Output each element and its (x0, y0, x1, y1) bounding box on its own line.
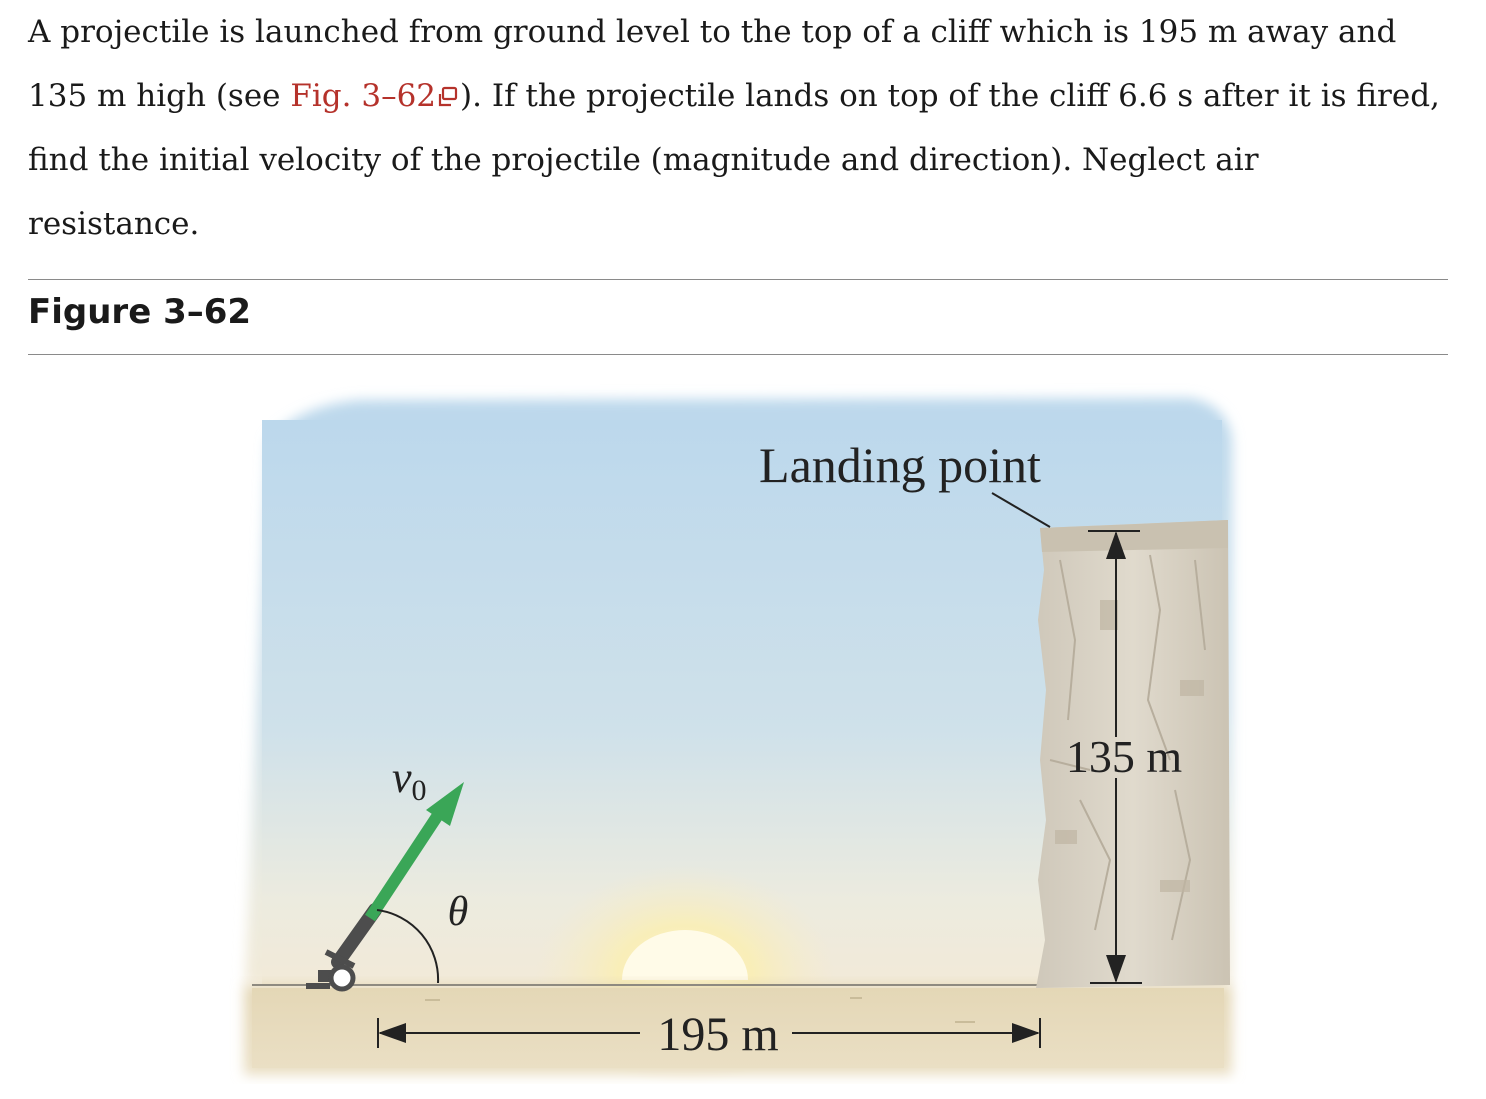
velocity-symbol: v (392, 753, 412, 802)
landing-point-label: Landing point (759, 437, 1041, 493)
problem-line-2-end: ). If the projectile lands on top of the… (460, 78, 1440, 114)
velocity-label: v0 (392, 753, 427, 807)
problem-line-2-start: 135 m high (see (28, 78, 291, 114)
initial-velocity-arrow (364, 782, 464, 922)
top-divider (28, 279, 1448, 280)
cannon-icon (306, 903, 382, 992)
bottom-divider (28, 354, 1448, 355)
problem-line-1: A projectile is launched from ground lev… (28, 14, 1397, 50)
cliff (1036, 520, 1230, 988)
distance-dimension (377, 1018, 1041, 1048)
landing-point-leader (991, 492, 1051, 528)
height-dimension (1088, 530, 1142, 984)
figure-reference-link[interactable]: Fig. 3–62 (290, 78, 437, 114)
ground (244, 984, 1232, 1075)
distance-label: 195 m (657, 1008, 778, 1061)
external-link-icon[interactable] (438, 86, 458, 108)
angle-label: θ (448, 889, 469, 935)
figure-title: Figure 3–62 (28, 292, 252, 332)
problem-line-2: 135 m high (see Fig. 3–62 ). If the proje… (28, 64, 1458, 128)
problem-line-3: find the initial velocity of the project… (28, 142, 1259, 178)
velocity-subscript: 0 (412, 774, 427, 807)
sky (245, 398, 1232, 985)
problem-line-4: resistance. (28, 206, 200, 242)
height-label: 135 m (1066, 731, 1183, 782)
problem-text: A projectile is launched from ground lev… (28, 0, 1458, 256)
angle-arc (376, 909, 440, 984)
